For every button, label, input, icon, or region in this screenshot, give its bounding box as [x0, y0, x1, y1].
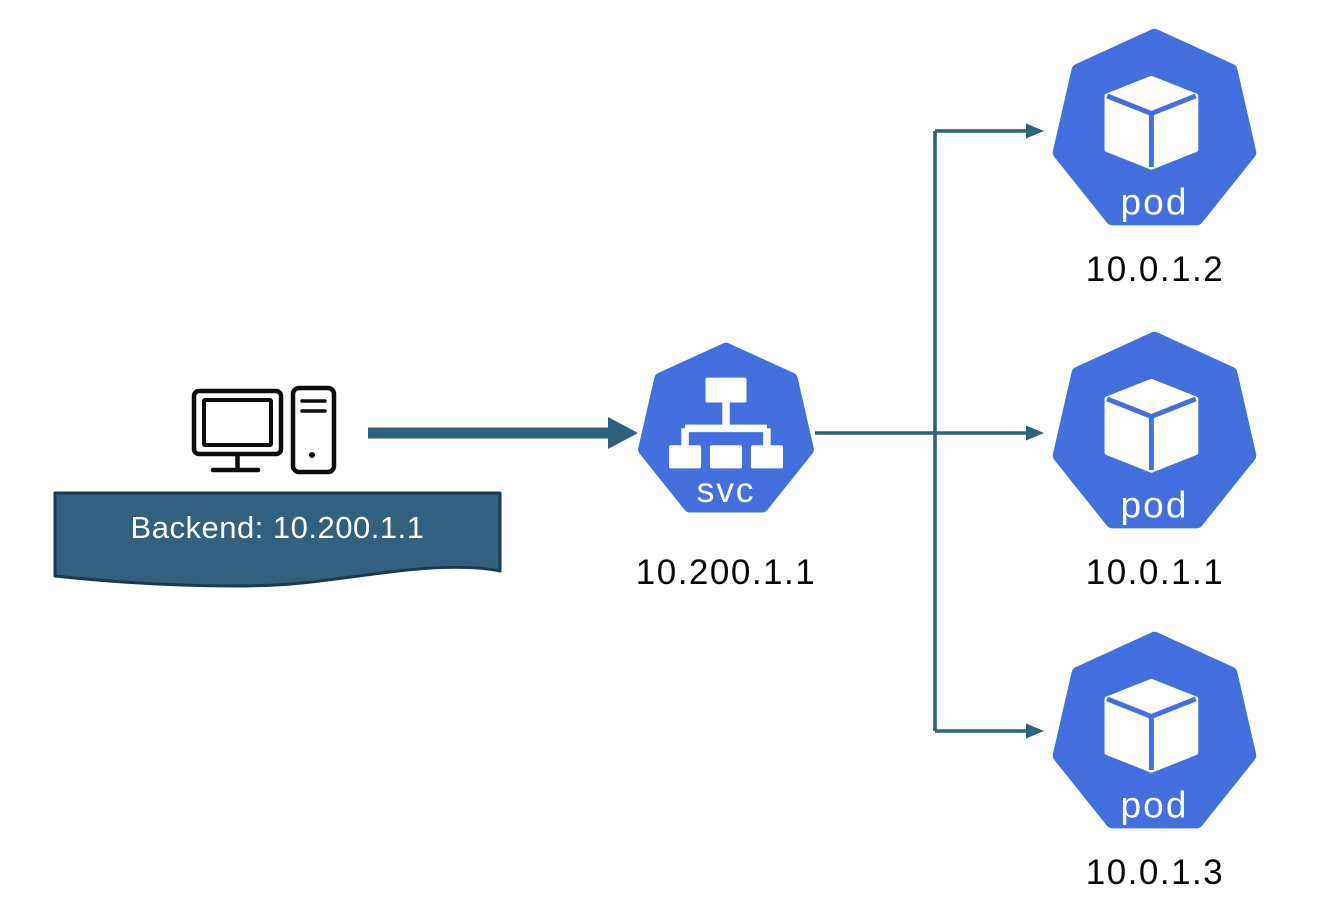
- wave-banner-shape: [53, 491, 502, 588]
- pod-cube-glyph: [1104, 378, 1199, 473]
- pod1-ip-label: 10.0.1.2: [1085, 250, 1225, 289]
- pod3-arrowhead: [1026, 723, 1044, 739]
- client-to-service-arrow: [368, 417, 638, 449]
- service-ip-label: 10.200.1.1: [635, 553, 817, 592]
- pod1-arrowhead: [1026, 123, 1044, 139]
- backend-banner-label: Backend: 10.200.1.1: [130, 510, 425, 545]
- pod1-node-icon: pod: [1052, 28, 1257, 226]
- tower-outline: [290, 385, 337, 475]
- tower-power-button: [309, 452, 315, 458]
- service-tree-glyph: [669, 377, 783, 469]
- pod3-node-icon: pod: [1052, 631, 1257, 829]
- service-node-icon: svc: [638, 342, 814, 513]
- pod3-ip-label: 10.0.1.3: [1085, 853, 1225, 892]
- pod2-arrowhead: [1026, 425, 1044, 441]
- client-computer-icon: [191, 385, 337, 475]
- service-icon-label: svc: [697, 470, 756, 510]
- pod2-ip-label: 10.0.1.1: [1085, 553, 1225, 592]
- pod1-icon-label: pod: [1120, 180, 1188, 222]
- pod-cube-glyph: [1104, 75, 1199, 170]
- pod2-icon-label: pod: [1120, 483, 1188, 525]
- pod2-node-icon: pod: [1052, 331, 1257, 529]
- pod3-icon-label: pod: [1120, 783, 1188, 825]
- monitor-screen: [202, 398, 273, 447]
- pod-cube-glyph: [1104, 678, 1199, 773]
- backend-banner: Backend: 10.200.1.1: [50, 488, 505, 598]
